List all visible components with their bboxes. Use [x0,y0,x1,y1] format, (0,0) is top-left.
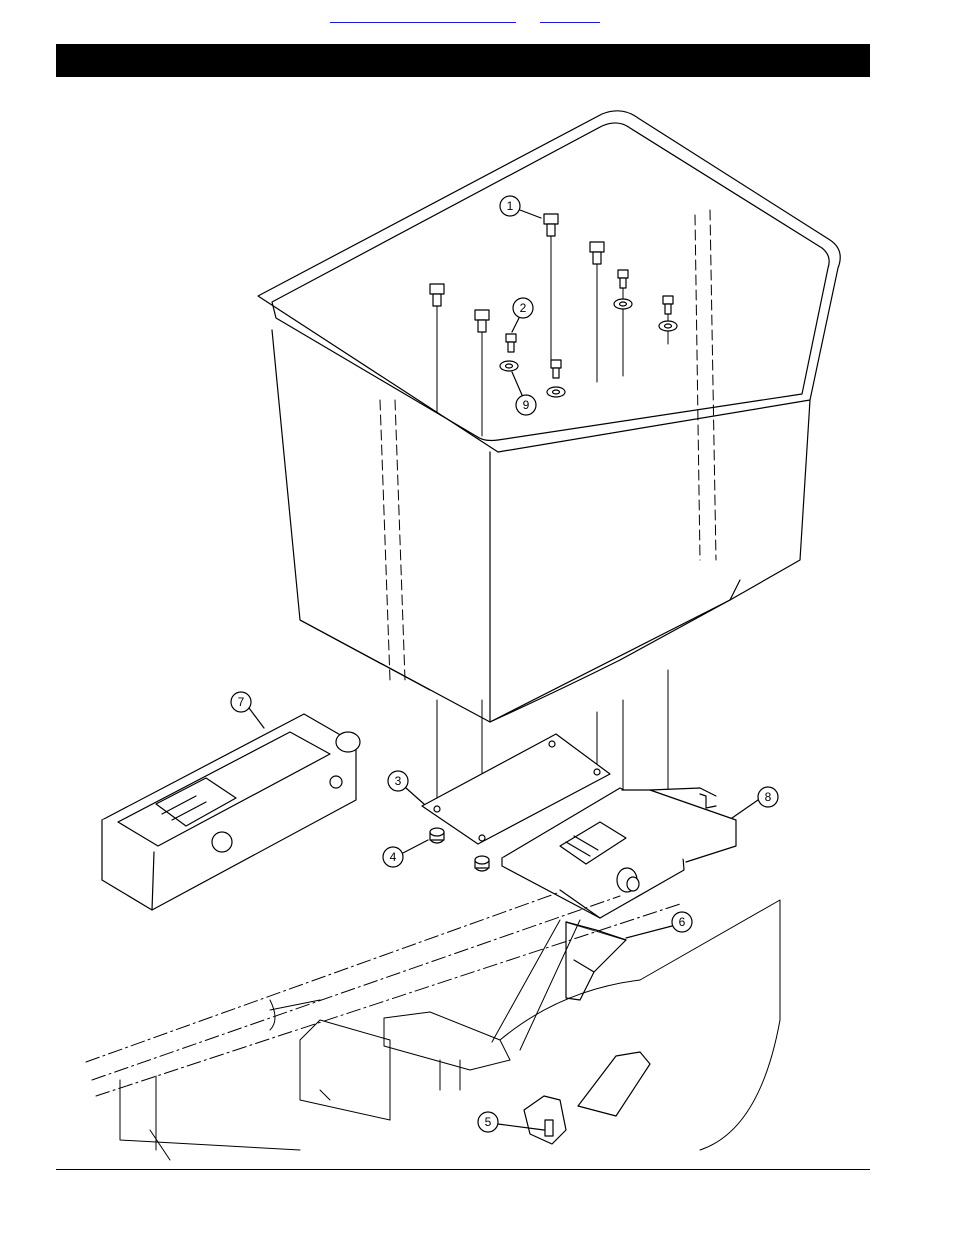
washer [659,321,677,331]
bolt [475,310,489,332]
svg-text:5: 5 [485,1115,492,1129]
planter-frame [86,892,780,1160]
svg-text:2: 2 [520,301,527,315]
callout-4: 4 [383,840,428,867]
bolt [590,242,604,264]
footer-rule [56,1169,870,1170]
svg-text:3: 3 [395,774,402,788]
drop-funnel [566,922,626,1000]
callout-6: 6 [626,912,692,938]
screw [618,270,628,288]
callout-2: 2 [512,298,533,332]
callout-8: 8 [732,787,778,818]
svg-text:4: 4 [390,850,397,864]
svg-text:1: 1 [507,199,514,213]
svg-text:7: 7 [238,695,245,709]
washer [500,361,518,371]
callout-3: 3 [388,771,424,804]
nut [430,828,444,843]
washer [547,387,565,397]
bolt [544,214,558,236]
screw [551,360,561,378]
nut [475,856,489,871]
hopper-tank [258,111,840,722]
washer [614,299,632,309]
svg-text:9: 9 [523,398,530,412]
screw-group [506,270,673,378]
callout-9: 9 [512,372,536,415]
alternate-meter-housing [102,714,360,910]
callout-7: 7 [231,692,264,728]
screw [506,334,516,352]
callout-1: 1 [500,196,541,218]
svg-text:8: 8 [765,790,772,804]
screw [663,296,673,314]
bolt [430,284,444,306]
svg-text:6: 6 [679,915,686,929]
